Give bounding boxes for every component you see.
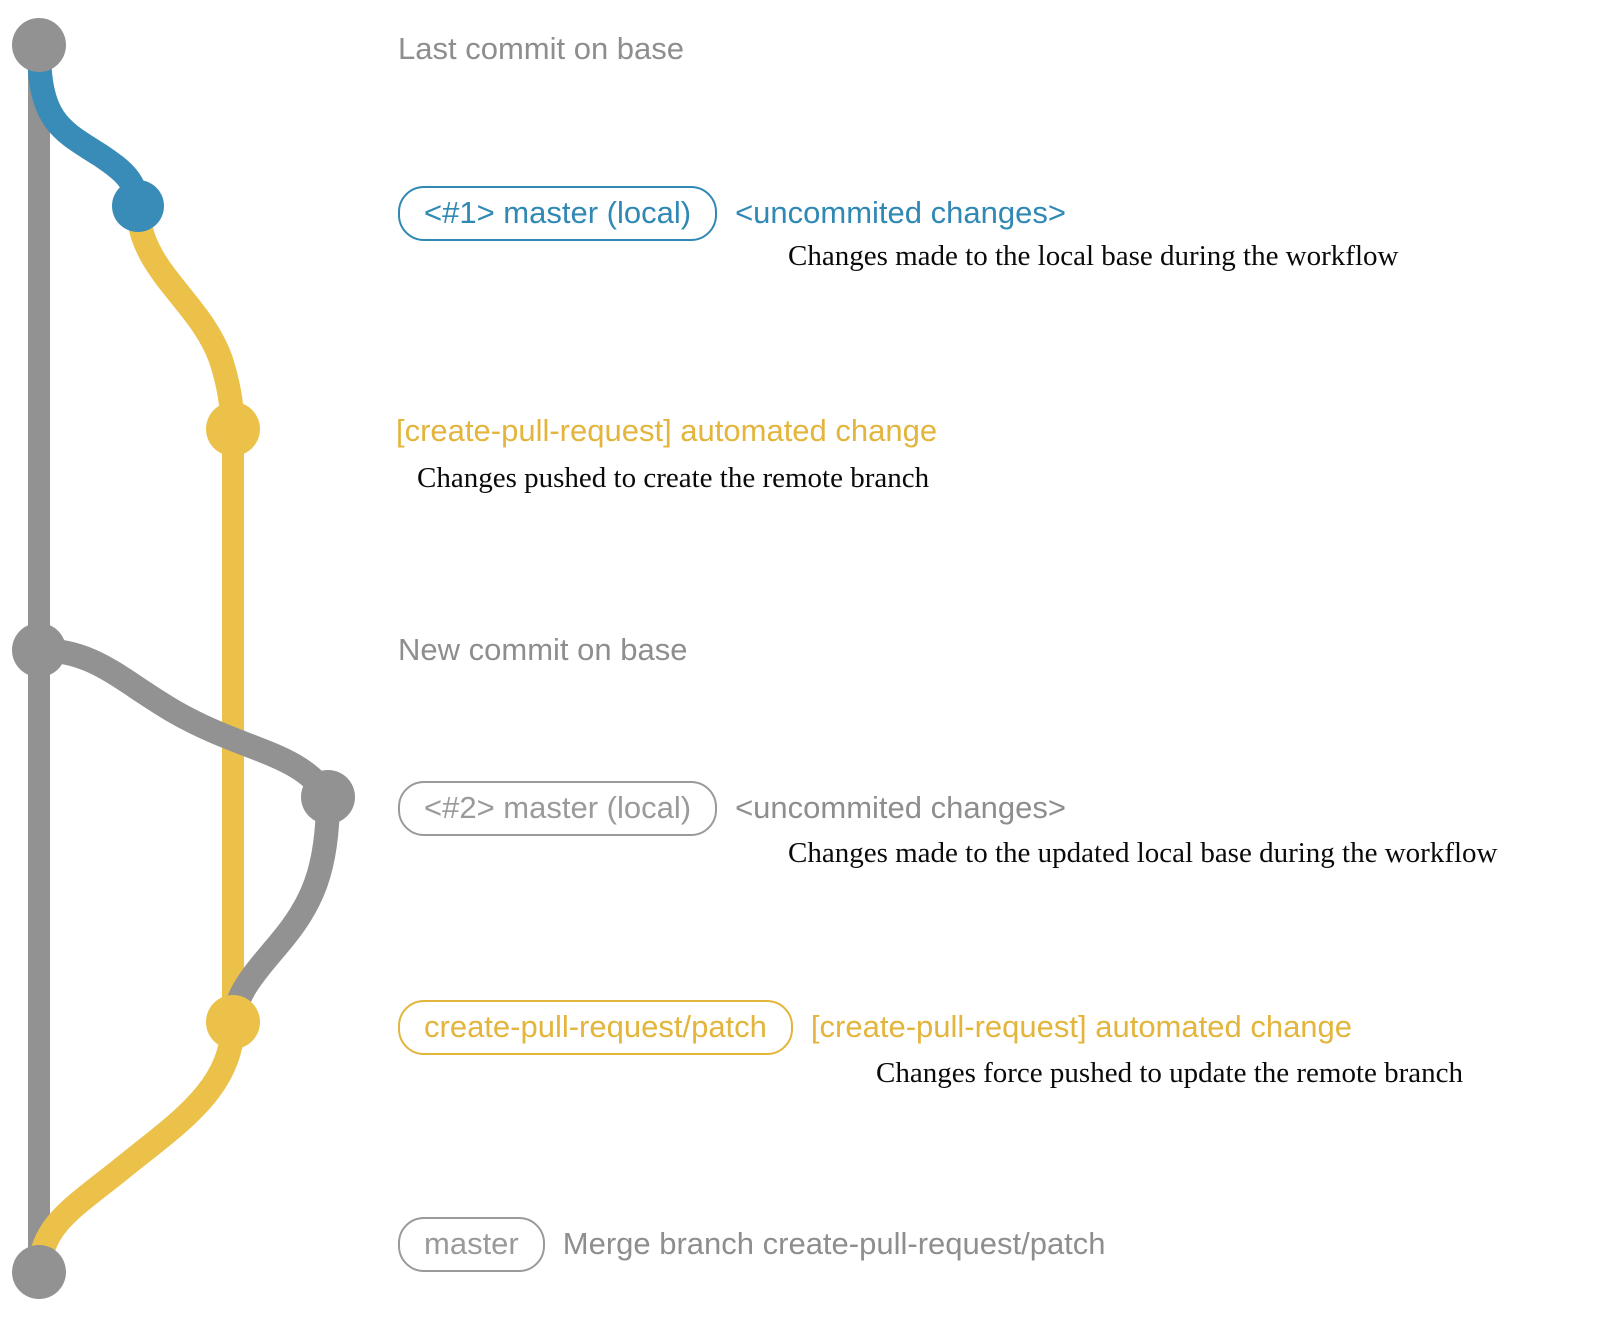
annotation-new-commit-on-base: New commit on base (398, 632, 688, 667)
description-automated-change-2: Changes force pushed to update the remot… (876, 1057, 1464, 1089)
subject-automated-change-1: [create-pull-request] automated change (396, 413, 938, 448)
annotation-local-change-1: <#1> master (local) <uncommited changes> (398, 186, 1066, 241)
annotation-automated-change-2: create-pull-request/patch [create-pull-r… (398, 1000, 1352, 1055)
edge-basenew-local2 (27, 638, 340, 809)
subject-merge-branch: Merge branch create-pull-request/patch (562, 1226, 1106, 1261)
badge-master-local-2[interactable]: <#2> master (local) (398, 781, 718, 836)
node-local-2[interactable] (301, 770, 355, 824)
edge-local1-patch1 (126, 194, 245, 441)
label-new-commit-on-base: New commit on base (398, 632, 688, 667)
subject-automated-change-2: [create-pull-request] automated change (810, 1009, 1353, 1044)
badge-master[interactable]: master (398, 1217, 545, 1272)
annotation-merge-commit: master Merge branch create-pull-request/… (398, 1217, 1106, 1272)
node-local-1[interactable] (112, 180, 164, 232)
node-patch-1[interactable] (206, 402, 260, 456)
annotation-local-change-2: <#2> master (local) <uncommited changes> (398, 781, 1066, 836)
node-base-new[interactable] (12, 623, 66, 677)
annotation-last-commit-on-base: Last commit on base (398, 31, 685, 66)
edge-patch2-merge (27, 1010, 245, 1284)
subject-uncommited-changes-2: <uncommited changes> (735, 790, 1066, 825)
node-base-last[interactable] (12, 18, 66, 72)
description-automated-change-1: Changes pushed to create the remote bran… (417, 462, 930, 494)
badge-master-local-1[interactable]: <#1> master (local) (398, 186, 718, 241)
annotation-automated-change-1: [create-pull-request] automated change (396, 413, 938, 448)
label-last-commit-on-base: Last commit on base (398, 31, 685, 66)
node-merge[interactable] (12, 1245, 66, 1299)
subject-uncommited-changes-1: <uncommited changes> (735, 195, 1066, 230)
description-local-change-2: Changes made to the updated local base d… (788, 837, 1498, 869)
badge-create-pull-request-patch[interactable]: create-pull-request/patch (398, 1000, 793, 1055)
description-local-change-1: Changes made to the local base during th… (788, 240, 1399, 272)
node-patch-2[interactable] (206, 995, 260, 1049)
